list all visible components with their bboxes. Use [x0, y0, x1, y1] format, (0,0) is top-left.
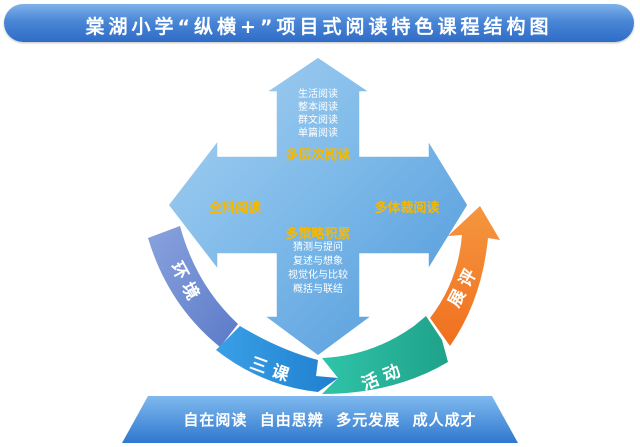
up-item-3: 群文阅读: [298, 115, 338, 126]
cross-arrow-shape: [167, 56, 469, 357]
down-heading: 多策略积累: [285, 227, 351, 242]
down-item-4: 概括与联结: [293, 284, 343, 295]
down-item-2: 复述与想象: [293, 256, 343, 267]
up-heading: 多层次阅读: [285, 148, 351, 163]
title-banner: 棠湖小学“纵横+”项目式阅读特色课程结构图: [4, 4, 634, 42]
activities-arc-segment: [322, 316, 448, 394]
up-item-2: 整本阅读: [298, 102, 338, 113]
exhibition-arc-segment: [430, 206, 500, 346]
left-heading: 全科阅读: [208, 201, 261, 216]
right-heading: 多体裁阅读: [374, 201, 440, 216]
bottom-goals: 自在阅读 自由思辨 多元发展 成人成才: [183, 411, 477, 429]
base-platform: [122, 396, 518, 443]
down-item-3: 视觉化与比较: [288, 270, 348, 281]
down-item-1: 猜测与提问: [293, 242, 343, 253]
courses-arc-segment: [216, 326, 338, 392]
up-item-4: 单篇阅读: [298, 128, 338, 139]
environment-arc-segment: [148, 226, 238, 347]
up-item-1: 生活阅读: [298, 89, 338, 100]
page-title: 棠湖小学“纵横+”项目式阅读特色课程结构图: [85, 16, 553, 38]
